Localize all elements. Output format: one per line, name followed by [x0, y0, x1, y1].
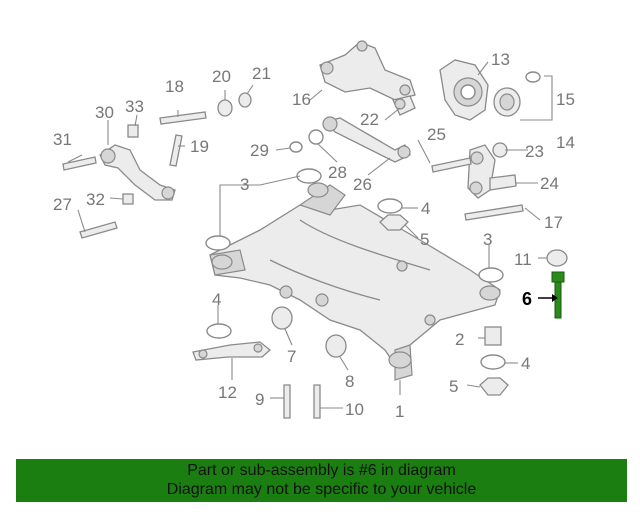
upper-arm-part-16 — [319, 40, 416, 101]
bushing-part-14 — [493, 87, 521, 117]
leader-lines — [67, 61, 558, 409]
callout-12: 12 — [218, 383, 237, 402]
callout-19: 19 — [190, 137, 209, 156]
banner-line-2: Diagram may not be specific to your vehi… — [166, 481, 477, 498]
callout-25: 25 — [427, 125, 446, 144]
callout-26: 26 — [353, 175, 372, 194]
callout-7: 7 — [287, 347, 296, 366]
callout-17: 17 — [544, 213, 563, 232]
callout-3a: 3 — [240, 175, 249, 194]
subframe-part — [209, 182, 501, 381]
callout-30: 30 — [95, 103, 114, 122]
callout-10: 10 — [345, 400, 364, 419]
info-banner: Part or sub-assembly is #6 in diagram Di… — [16, 459, 627, 502]
callout-24: 24 — [540, 174, 559, 193]
callout-14: 14 — [556, 133, 575, 152]
callout-32: 32 — [86, 190, 105, 209]
callout-28: 28 — [328, 163, 347, 182]
callout-2: 2 — [455, 330, 464, 349]
callout-15: 15 — [556, 90, 575, 109]
callout-1: 1 — [395, 402, 404, 421]
banner-line-1: Part or sub-assembly is #6 in diagram — [187, 462, 456, 479]
callout-11: 11 — [514, 250, 532, 269]
callout-31: 31 — [53, 130, 72, 149]
rings — [205, 129, 506, 370]
trailing-arm-part-30 — [99, 144, 176, 201]
callout-33: 33 — [125, 97, 144, 116]
callout-21: 21 — [252, 64, 271, 83]
callout-5a: 5 — [420, 230, 429, 249]
mount-part-12 — [192, 341, 272, 361]
callout-9: 9 — [255, 390, 264, 409]
link-part-26 — [322, 116, 411, 163]
callout-27: 27 — [53, 195, 72, 214]
callout-5b: 5 — [449, 377, 458, 396]
bolt-part-6 — [551, 271, 565, 319]
callout-6: 6 — [522, 289, 532, 309]
callout-16: 16 — [292, 90, 311, 109]
callout-4b: 4 — [212, 290, 221, 309]
callout-labels: 1 2 3 3 4 4 4 5 5 6 7 8 9 10 11 12 13 14… — [53, 50, 575, 421]
callout-4c: 4 — [521, 354, 530, 373]
link-part-24 — [467, 144, 517, 199]
bushing-part-22 — [392, 95, 416, 116]
callout-8: 8 — [345, 372, 354, 391]
callout-29: 29 — [250, 141, 269, 160]
knuckle-part-13 — [439, 59, 489, 121]
callout-13: 13 — [491, 50, 510, 69]
callout-23: 23 — [525, 142, 544, 161]
callout-22: 22 — [360, 110, 379, 129]
callout-3b: 3 — [483, 230, 492, 249]
callout-4a: 4 — [421, 199, 430, 218]
ring-part-15 — [525, 71, 541, 83]
callout-20: 20 — [212, 67, 231, 86]
callout-18: 18 — [165, 77, 184, 96]
bolts — [62, 111, 524, 419]
